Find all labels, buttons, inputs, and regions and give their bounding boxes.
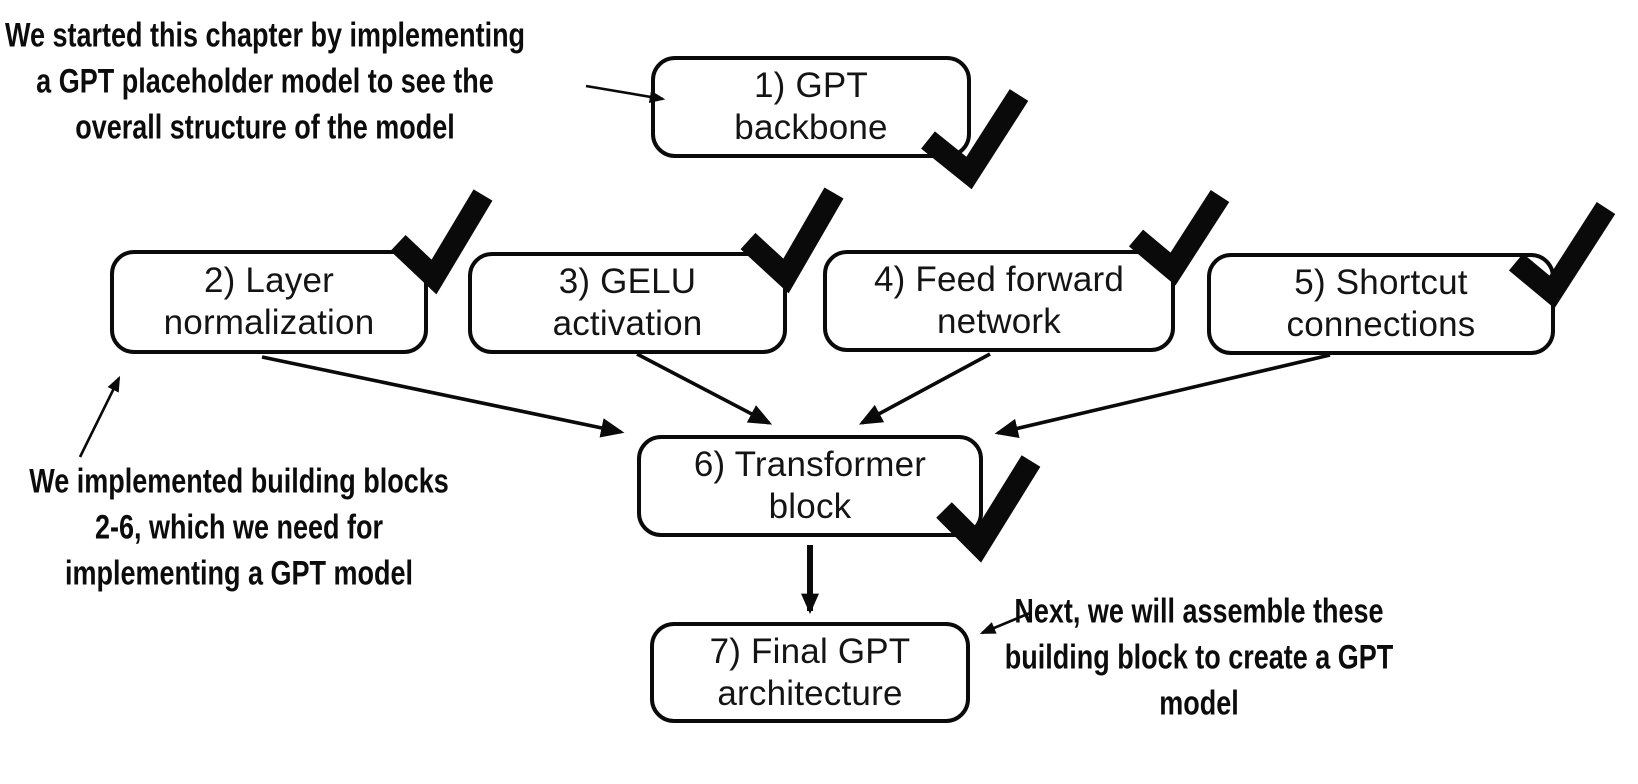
node-label: 5) Shortcut connections bbox=[1286, 263, 1476, 344]
edge-gelu-activation-to-transformer-block bbox=[636, 352, 773, 425]
node-label: 7) Final GPT architecture bbox=[709, 631, 911, 713]
annotation-next-assemble: Next, we will assemble these building bl… bbox=[1004, 591, 1394, 723]
annotation-building-blocks: We implemented building blocks 2-6, whic… bbox=[29, 461, 449, 593]
node-label: 6) Transformer block bbox=[693, 445, 927, 526]
edge-shortcut-connections-to-transformer-block bbox=[994, 353, 1331, 439]
node-gpt-backbone: 1) GPT backbone bbox=[651, 56, 971, 158]
node-label: 1) GPT backbone bbox=[734, 66, 888, 147]
node-final-gpt-architecture: 7) Final GPT architecture bbox=[650, 622, 970, 723]
edge-layer-normalization-to-transformer-block bbox=[261, 355, 625, 438]
node-label: 3) GELU activation bbox=[552, 262, 703, 343]
node-label: 4) Feed forward network bbox=[873, 260, 1125, 341]
node-layer-normalization: 2) Layer normalization bbox=[110, 250, 428, 354]
node-shortcut-connections: 5) Shortcut connections bbox=[1207, 253, 1555, 355]
annotation-arrow-to-layer-normalization bbox=[78, 375, 121, 458]
node-feed-forward-network: 4) Feed forward network bbox=[823, 250, 1175, 352]
annotation-chapter-start: We started this chapter by implementing … bbox=[4, 15, 526, 147]
node-label: 2) Layer normalization bbox=[163, 261, 375, 342]
edge-feed-forward-network-to-transformer-block bbox=[858, 352, 991, 425]
node-gelu-activation: 3) GELU activation bbox=[468, 252, 787, 354]
node-transformer-block: 6) Transformer block bbox=[637, 435, 983, 537]
